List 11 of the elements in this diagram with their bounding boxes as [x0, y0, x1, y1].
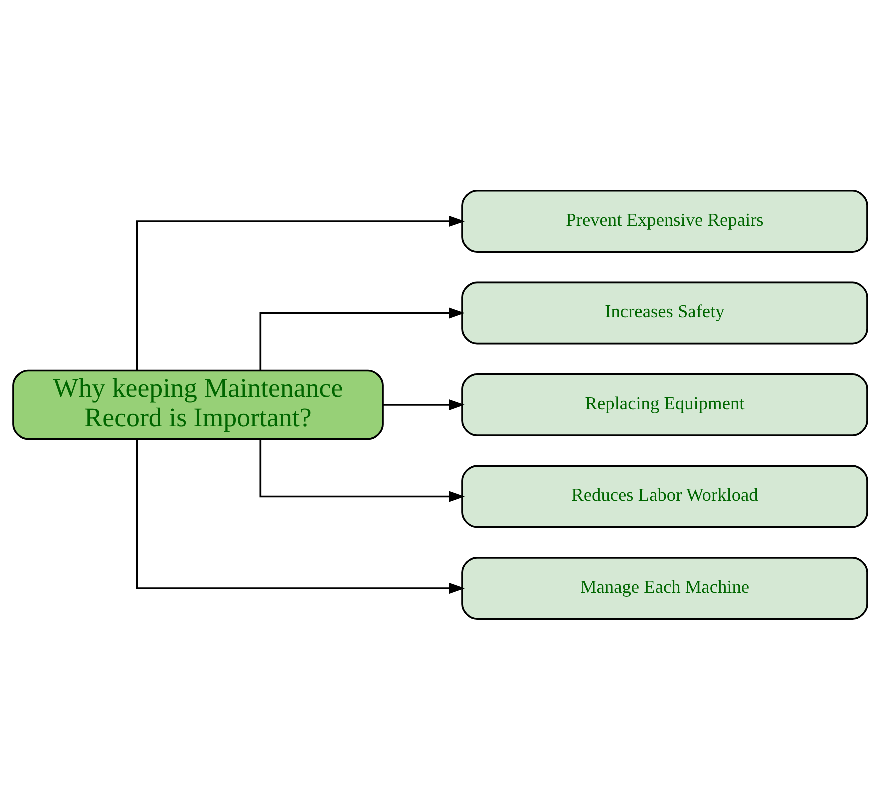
node-box: Increases Safety [462, 282, 868, 345]
arrow [383, 399, 465, 411]
node-box: Replacing Equipment [462, 374, 868, 436]
arrow [136, 440, 466, 594]
node-box: Prevent Expensive Repairs [462, 190, 868, 253]
node-box: Manage Each Machine [462, 557, 868, 620]
arrow [260, 308, 466, 370]
arrow [136, 216, 466, 370]
arrow [260, 440, 466, 502]
node-box: Why keeping Maintenance Record is Important? [12, 370, 384, 440]
node-box: Reduces Labor Workload [462, 465, 868, 528]
